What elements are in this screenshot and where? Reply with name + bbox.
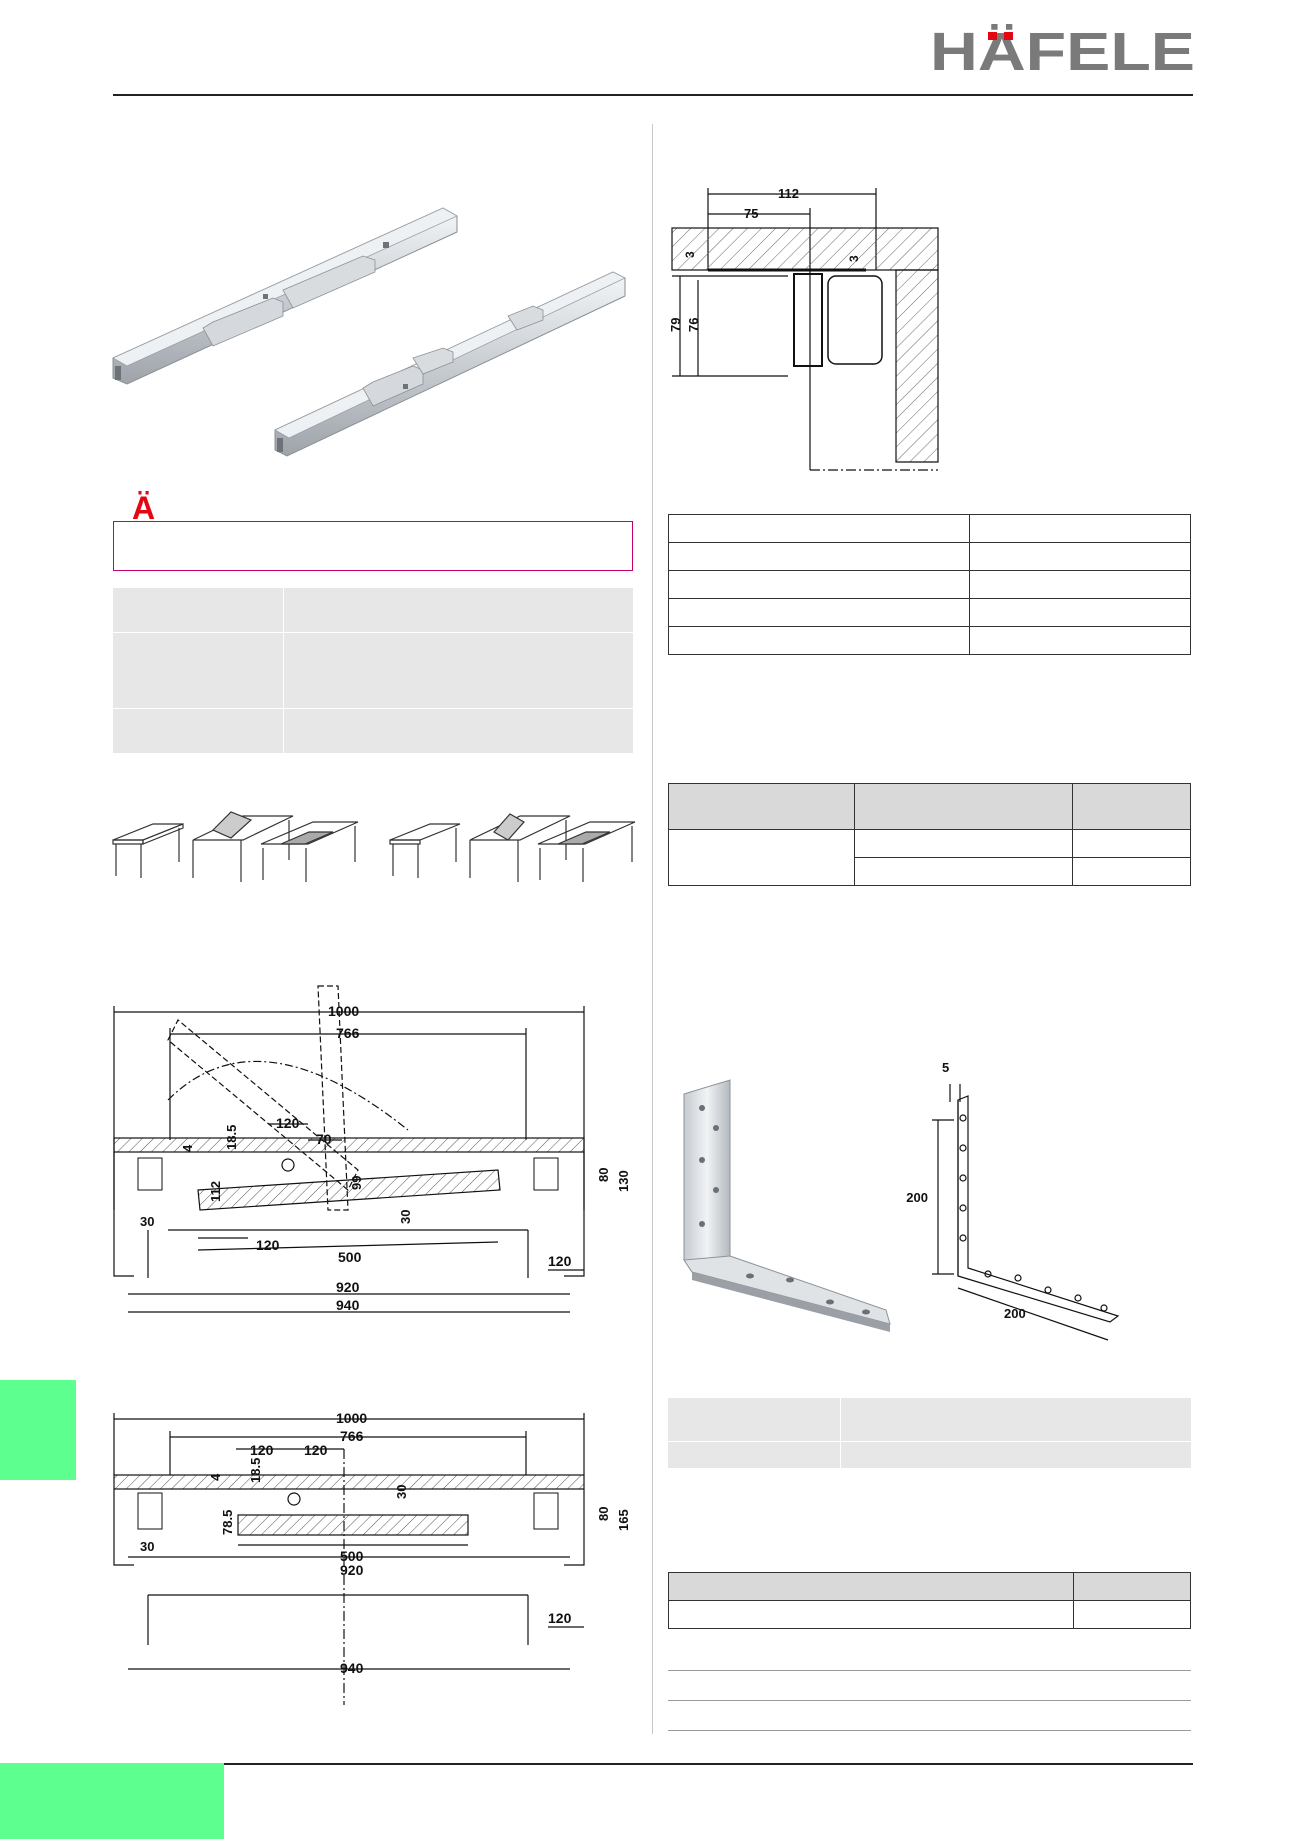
order-line-2 — [668, 1700, 1191, 1701]
info-block — [113, 588, 633, 753]
table-extension-sequence-1 — [112, 811, 359, 882]
dim-80: 80 — [596, 1168, 611, 1182]
dim-closed-120c: 120 — [548, 1610, 572, 1626]
dim-closed-940: 940 — [340, 1660, 364, 1676]
dim-closed-18-5: 18.5 — [248, 1458, 263, 1483]
cs-dim-112: 112 — [778, 186, 799, 201]
dim-closed-500: 500 — [340, 1548, 364, 1564]
dim-closed-165: 165 — [616, 1509, 631, 1531]
notice-box — [113, 521, 633, 571]
cs-dim-3b: 3 — [847, 255, 861, 262]
cs-dim-79: 79 — [668, 318, 683, 332]
dim-30b: 30 — [398, 1210, 413, 1224]
dim-766: 766 — [336, 1025, 360, 1041]
bracket-dim-5: 5 — [942, 1060, 949, 1075]
dim-closed-80: 80 — [596, 1507, 611, 1521]
dim-99: 99 — [349, 1176, 364, 1190]
dim-closed-30a: 30 — [394, 1485, 409, 1499]
drawing-cross-section: 112 75 3 3 79 76 — [668, 186, 939, 471]
dim-30a: 30 — [140, 1214, 154, 1229]
bracket-dim-200a: 200 — [906, 1190, 928, 1205]
drawing-extension-closed: 1000 766 120 120 18.5 4 30 78.5 80 165 3… — [113, 1410, 631, 1705]
notice-glyph: Ä — [132, 490, 156, 526]
dim-1000: 1000 — [328, 1003, 359, 1019]
dim-120b: 120 — [256, 1237, 280, 1253]
drawing-bracket: 5 200 200 — [906, 1060, 1120, 1341]
column-divider — [652, 124, 653, 1734]
dim-closed-120b: 120 — [304, 1442, 328, 1458]
dim-500: 500 — [338, 1249, 362, 1265]
dim-920: 920 — [336, 1279, 360, 1295]
dim-closed-30b: 30 — [140, 1539, 154, 1554]
section-tab — [0, 1380, 76, 1480]
spec-table-3 — [668, 1572, 1191, 1629]
drawing-extension-open: 1000 766 120 70 18.5 4 112 99 30 30 80 1… — [113, 985, 631, 1313]
dim-closed-766: 766 — [340, 1428, 364, 1444]
dim-18-5: 18.5 — [224, 1125, 239, 1150]
cs-dim-76: 76 — [686, 318, 701, 332]
dim-130: 130 — [616, 1170, 631, 1192]
dim-closed-120a: 120 — [250, 1442, 274, 1458]
table-extension-sequence-2 — [389, 813, 636, 882]
spec-table-2 — [668, 783, 1191, 886]
footer-rule — [113, 1763, 1193, 1765]
cs-dim-3a: 3 — [683, 251, 697, 258]
logo-text: HÄFELE — [930, 22, 1195, 82]
bracket-dim-200b: 200 — [1004, 1306, 1026, 1321]
dim-closed-4: 4 — [208, 1473, 223, 1481]
dim-940: 940 — [336, 1297, 360, 1313]
dim-closed-1000: 1000 — [336, 1410, 367, 1426]
hafele-logo: HÄFELE — [930, 22, 1195, 82]
dim-70: 70 — [316, 1131, 332, 1147]
dim-120c: 120 — [548, 1253, 572, 1269]
dim-112: 112 — [208, 1181, 223, 1202]
spec-table-1 — [668, 514, 1191, 655]
product-photo-bracket — [683, 1079, 891, 1332]
dim-closed-920: 920 — [340, 1562, 364, 1578]
footer-tab — [0, 1763, 224, 1839]
dim-4: 4 — [180, 1144, 195, 1152]
cs-dim-75: 75 — [744, 206, 758, 221]
dim-closed-78-5: 78.5 — [220, 1510, 235, 1535]
info-block-2 — [668, 1398, 1191, 1468]
header-rule — [113, 94, 1193, 96]
product-photo-runners — [112, 207, 626, 457]
dim-120a: 120 — [276, 1115, 300, 1131]
order-line-3 — [668, 1730, 1191, 1731]
order-line-1 — [668, 1670, 1191, 1671]
